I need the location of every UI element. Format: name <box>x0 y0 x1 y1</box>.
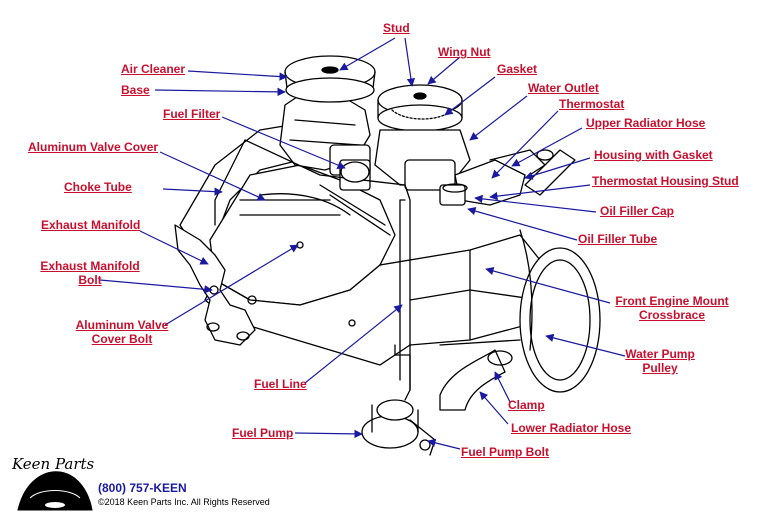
label-oil-filler-cap: Oil Filler Cap <box>600 204 675 218</box>
label-upper-radiator-hose: Upper Radiator Hose <box>586 116 706 130</box>
phone-number[interactable]: (800) 757-KEEN <box>98 481 187 495</box>
label-aluminum-valve-cover-bolt-line1: Aluminum Valve <box>75 318 169 332</box>
label-thermostat: Thermostat <box>559 97 625 111</box>
label-housing-with-gasket: Housing with Gasket <box>594 148 713 162</box>
keen-parts-logo <box>17 471 93 511</box>
label-front-engine-mount-crossbrace: Front Engine Mount Crossbrace <box>612 294 732 322</box>
label-oil-filler-tube: Oil Filler Tube <box>578 232 658 246</box>
label-fuel-line: Fuel Line <box>254 377 307 391</box>
label-fuel-filter: Fuel Filter <box>163 107 221 121</box>
label-water-pump-pulley-line1: Water Pump <box>625 347 695 361</box>
label-choke-tube: Choke Tube <box>64 180 132 194</box>
label-wing-nut: Wing Nut <box>438 45 491 59</box>
label-exhaust-manifold-bolt-line2: Bolt <box>78 273 102 287</box>
label-fuel-pump: Fuel Pump <box>232 426 294 440</box>
label-water-pump-pulley: Water Pump Pulley <box>615 347 705 375</box>
pointer-arrows <box>99 37 626 450</box>
label-fuel-pump-bolt: Fuel Pump Bolt <box>461 445 549 459</box>
label-aluminum-valve-cover: Aluminum Valve Cover <box>28 140 159 154</box>
label-stud: Stud <box>383 21 410 35</box>
logo-text: Keen Parts <box>12 455 95 473</box>
label-thermostat-housing-stud: Thermostat Housing Stud <box>592 174 739 188</box>
label-water-outlet: Water Outlet <box>528 81 599 95</box>
label-lower-radiator-hose: Lower Radiator Hose <box>511 421 632 435</box>
label-exhaust-manifold: Exhaust Manifold <box>41 218 141 232</box>
label-gasket: Gasket <box>497 62 538 76</box>
label-front-engine-mount-line1: Front Engine Mount <box>615 294 729 308</box>
label-air-cleaner: Air Cleaner <box>121 62 186 76</box>
label-exhaust-manifold-bolt: Exhaust Manifold Bolt <box>40 259 140 287</box>
copyright-text: ©2018 Keen Parts Inc. All Rights Reserve… <box>98 497 270 507</box>
label-exhaust-manifold-bolt-line1: Exhaust Manifold <box>40 259 140 273</box>
label-clamp: Clamp <box>508 398 545 412</box>
label-base: Base <box>121 83 150 97</box>
engine-drawing <box>174 55 601 456</box>
label-aluminum-valve-cover-bolt-line2: Cover Bolt <box>91 332 153 346</box>
label-water-pump-pulley-line2: Pulley <box>642 361 678 375</box>
label-aluminum-valve-cover-bolt: Aluminum Valve Cover Bolt <box>72 318 172 346</box>
label-front-engine-mount-line2: Crossbrace <box>638 308 706 322</box>
